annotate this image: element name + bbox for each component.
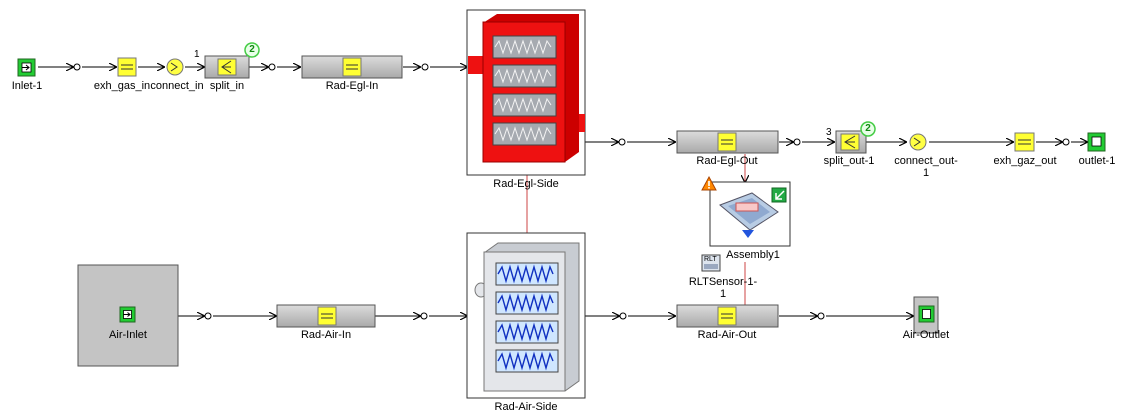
split-icon (221, 60, 232, 74)
split-out-badge (860, 121, 876, 137)
inlet-1-label: Inlet-1 (11, 80, 43, 92)
connect-in-label: connect_in (150, 80, 204, 92)
exh-gas-in-label: exh_gas_in (93, 80, 151, 92)
warning-icon (701, 175, 717, 191)
rad-egl-in-pipe[interactable] (301, 55, 403, 79)
split-out-block[interactable] (835, 121, 876, 154)
air-inlet-label: Air-Inlet (109, 329, 147, 341)
port-in-icon (21, 62, 32, 73)
rad-egl-out-label: Rad-Egl-Out (696, 155, 758, 167)
rad-air-out-label: Rad-Air-Out (697, 329, 757, 341)
connect-out-label-1: connect_out- (894, 155, 958, 167)
air-outlet-port[interactable] (913, 296, 939, 334)
connect-in-connector[interactable] (166, 58, 184, 76)
port-out-icon (1091, 136, 1102, 147)
rlt-sensor-tag: RLT (704, 256, 717, 263)
rad-egl-in-label: Rad-Egl-In (325, 80, 379, 92)
split-in-block[interactable] (204, 42, 260, 79)
rad-air-side-radiator[interactable] (466, 232, 586, 399)
sensor-icon (704, 264, 718, 269)
split-out-count: 2 (865, 123, 871, 134)
rad-egl-side-label: Rad-Egl-Side (493, 178, 559, 190)
rlt-sensor-label-1: RLTSensor-1- (688, 276, 758, 288)
exh-gas-in-pipe[interactable] (117, 57, 137, 77)
outlet-1-port[interactable] (1087, 132, 1106, 152)
rad-egl-out-pipe[interactable] (676, 130, 779, 154)
thermal-links (526, 154, 745, 305)
assembly-1-label: Assembly1 (726, 249, 780, 261)
outlet-1-label: outlet-1 (1078, 155, 1116, 167)
connector-icon (170, 62, 178, 72)
exh-gaz-out-pipe[interactable] (1014, 132, 1035, 152)
assembly-1-block[interactable] (701, 175, 791, 247)
radiator-icon (468, 14, 585, 163)
air-inlet-block[interactable] (77, 264, 179, 367)
pipe-icon (121, 64, 133, 70)
exh-gaz-out-label: exh_gaz_out (993, 155, 1057, 167)
rad-air-in-pipe[interactable] (276, 304, 376, 328)
inlet-1-port[interactable] (17, 58, 36, 77)
connect-out-connector[interactable] (909, 133, 927, 151)
air-outlet-label: Air-Outlet (902, 329, 950, 341)
rad-air-in-label: Rad-Air-In (300, 329, 352, 341)
split-in-label: split_in (209, 80, 245, 92)
rad-egl-side-radiator[interactable] (466, 9, 586, 176)
rlt-sensor-label-2: 1 (719, 288, 727, 300)
split-in-count: 2 (249, 44, 255, 55)
rad-air-out-pipe[interactable] (676, 304, 779, 328)
split-in-badge (244, 42, 260, 58)
split-out-label: split_out-1 (823, 155, 875, 167)
connect-out-label-2: 1 (922, 167, 930, 179)
air-radiator-icon (474, 242, 580, 392)
split-out-index: 3 (826, 127, 832, 138)
connection-dots (73, 63, 1070, 320)
rad-air-side-label: Rad-Air-Side (494, 401, 558, 413)
connection-lines (38, 67, 1087, 316)
assembly-icon (719, 187, 787, 238)
split-in-index: 1 (194, 49, 200, 60)
rlt-sensor-block[interactable] (701, 254, 721, 272)
